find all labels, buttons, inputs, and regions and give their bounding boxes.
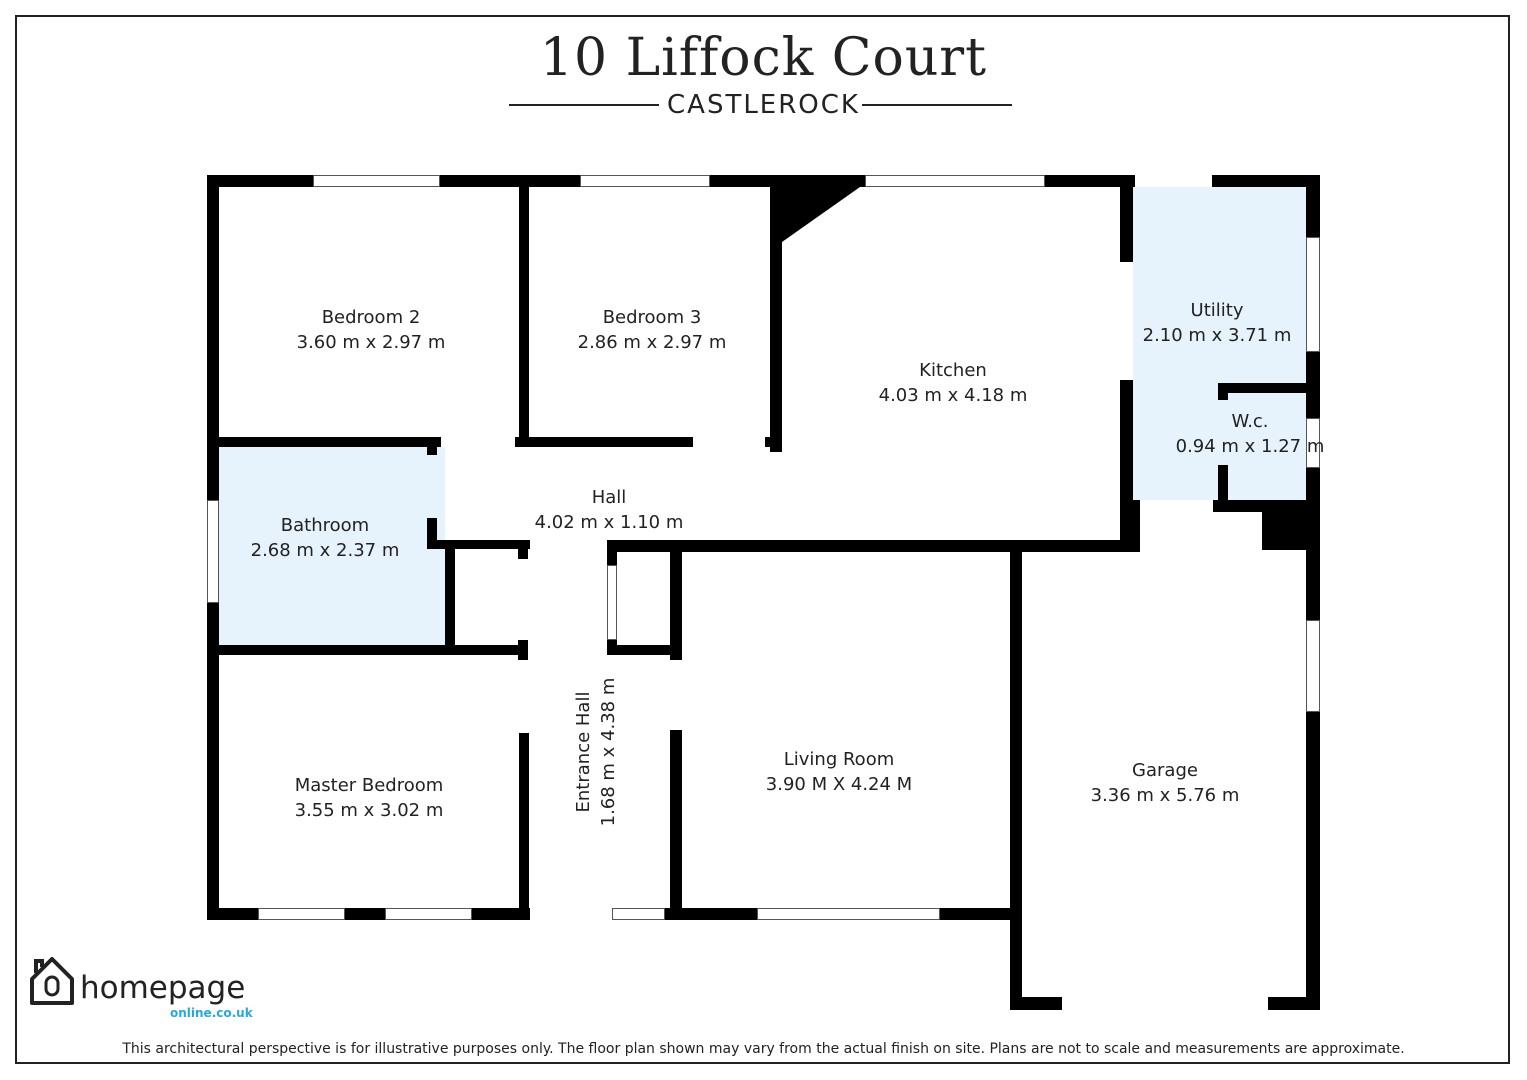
room-bedroom-3: Bedroom 3 2.86 m x 2.97 m [578, 305, 727, 355]
property-title: 10 Liffock Court [539, 28, 988, 88]
bathroom-fill [219, 447, 445, 645]
room-name: Hall [591, 487, 627, 508]
logo-brand: homepage [80, 970, 246, 1006]
room-name: Master Bedroom [294, 775, 444, 796]
room-size: 2.10 m x 3.71 m [1142, 325, 1292, 346]
window [258, 908, 345, 920]
room-living-room: Living Room 3.90 M X 4.24 M [766, 747, 912, 797]
room-name: Bedroom 2 [321, 307, 421, 328]
wall-garage-bottom-left [1010, 997, 1062, 1010]
window [607, 565, 617, 640]
room-size: 2.86 m x 2.97 m [577, 332, 727, 353]
wall-utility-bottom [1133, 500, 1140, 552]
wall-closet2-bottom [607, 645, 677, 655]
wall-hall-top-left [219, 437, 441, 447]
wall-kitchen-bottom [610, 540, 1133, 552]
utility-fill [1133, 187, 1306, 500]
wall-closet-right-a [518, 545, 528, 559]
window [1306, 620, 1320, 712]
property-location: CASTLEROCK [667, 90, 860, 120]
kitchen-corner-chimney [782, 187, 860, 242]
wall-living-left-a [670, 545, 682, 660]
wall-right [1306, 175, 1320, 1010]
window [1306, 237, 1320, 352]
wall-block [1262, 500, 1308, 550]
wall-closet-left [445, 545, 455, 650]
wall-bed3-kitchen [770, 187, 782, 452]
window [865, 175, 1045, 187]
room-master-bedroom: Master Bedroom 3.55 m x 3.02 m [295, 773, 444, 823]
page-border [15, 15, 1510, 1064]
window [207, 500, 219, 603]
wall-garage-bottom-right [1268, 997, 1320, 1010]
room-hall: Hall 4.02 m x 1.10 m [535, 485, 684, 535]
window [313, 175, 440, 187]
wall-utility-top [1212, 175, 1320, 187]
wall-hall-top-right [765, 437, 782, 447]
room-bathroom: Bathroom 2.68 m x 2.37 m [251, 513, 400, 563]
wall-wc-left-b [1218, 465, 1228, 510]
wall-kitchen-right-b [1120, 380, 1133, 552]
room-size: 4.03 m x 4.18 m [878, 385, 1028, 406]
room-name: Entrance Hall [573, 691, 594, 813]
room-size: 0.94 m x 1.27 m [1175, 436, 1325, 457]
room-size: 2.68 m x 2.37 m [250, 540, 400, 561]
disclaimer: This architectural perspective is for il… [122, 1041, 1405, 1057]
room-name: W.c. [1231, 411, 1269, 432]
wall-bathroom-bottom [219, 645, 528, 655]
window [580, 175, 710, 187]
house-logo-icon [30, 957, 74, 1005]
room-size: 4.02 m x 1.10 m [534, 512, 684, 533]
wall-wc-left-a [1218, 383, 1228, 400]
room-size: 3.60 m x 2.97 m [296, 332, 446, 353]
title-rule-left [509, 104, 659, 106]
room-name: Garage [1132, 760, 1198, 781]
room-size: 1.68 m x 4.38 m [598, 677, 619, 827]
room-name: Bedroom 3 [602, 307, 702, 328]
room-bedroom-2: Bedroom 2 3.60 m x 2.97 m [297, 305, 446, 355]
room-name: Kitchen [919, 360, 987, 381]
wall-hall-bottom-left [427, 540, 530, 549]
room-kitchen: Kitchen 4.03 m x 4.18 m [879, 358, 1028, 408]
window [757, 908, 940, 920]
room-size: 3.90 M X 4.24 M [765, 774, 913, 795]
room-size: 3.55 m x 3.02 m [294, 800, 444, 821]
room-size: 3.36 m x 5.76 m [1090, 785, 1240, 806]
wall-bathroom-door-jamb [427, 518, 437, 548]
wall-bed2-bed3 [519, 187, 529, 445]
room-name: Bathroom [280, 515, 370, 536]
room-name: Living Room [783, 749, 895, 770]
wall-bottom-left [207, 908, 530, 920]
logo-domain: online.co.uk [170, 1006, 253, 1020]
window [385, 908, 472, 920]
room-utility: Utility 2.10 m x 3.71 m [1143, 298, 1292, 348]
wall-living-garage [1010, 552, 1022, 1010]
wall-living-left-b [670, 730, 682, 920]
room-garage: Garage 3.36 m x 5.76 m [1091, 758, 1240, 808]
room-wc: W.c. 0.94 m x 1.27 m [1176, 409, 1325, 459]
title-rule-right [862, 104, 1012, 106]
wall-kitchen-right-a [1120, 187, 1133, 262]
window [1306, 418, 1320, 468]
window [612, 908, 665, 920]
wall-bathroom-jamb-top [427, 445, 437, 455]
wall-entrance-right-a [607, 540, 617, 565]
wall-wc-top [1218, 383, 1308, 393]
wall-hall-top-mid [515, 437, 693, 447]
room-name: Utility [1190, 300, 1244, 321]
wall-master-right [519, 733, 529, 920]
